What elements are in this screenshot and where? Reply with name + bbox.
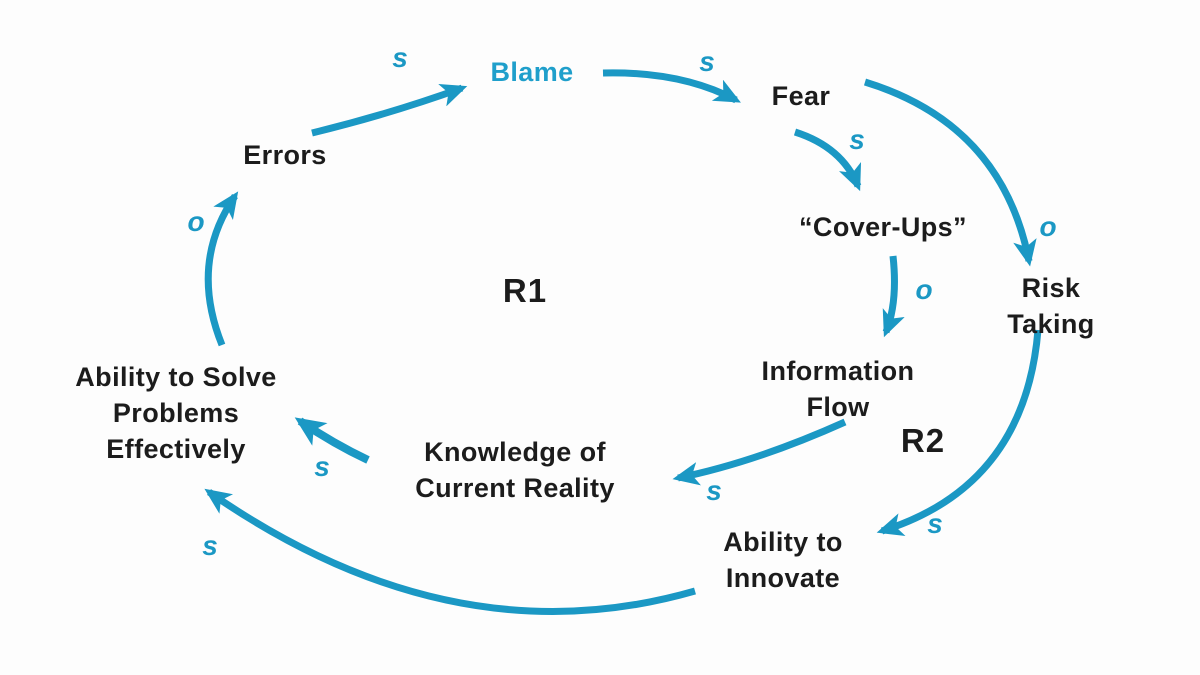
polarity-knowledge-ability-to-solve: s: [314, 451, 330, 482]
node-blame: Blame: [490, 57, 574, 88]
node-risk-taking: Risk Taking: [1007, 273, 1095, 339]
arrow-cover-ups-to-information-flow: [882, 255, 905, 338]
node-cover-ups: “Cover-Ups”: [799, 212, 967, 243]
node-errors: Errors: [243, 140, 327, 171]
arrow-fear-to-cover-ups: [793, 128, 862, 192]
arrow-ability-to-solve-to-errors: [204, 191, 239, 347]
arrow-information-flow-to-knowledge: [672, 418, 847, 486]
arrow-errors-to-blame: [311, 83, 468, 137]
loop-label-r2: R2: [900, 422, 946, 459]
polarity-ability-to-solve-errors: o: [187, 206, 205, 237]
arrow-ability-to-innovate-to-ability-to-solve: [204, 488, 696, 616]
polarity-blame-fear: s: [699, 46, 715, 77]
polarity-errors-blame: s: [392, 42, 408, 73]
polarity-ability-to-innovate-ability-to-solve: s: [202, 530, 218, 561]
node-ability-to-innovate: Ability to Innovate: [723, 527, 843, 593]
polarity-fear-risk-taking: o: [1039, 211, 1057, 242]
polarity-cover-ups-information-flow: o: [915, 274, 933, 305]
node-knowledge-of-current-reality: Knowledge of Current Reality: [415, 437, 615, 503]
polarity-risk-taking-ability-to-innovate: s: [927, 508, 943, 539]
node-information-flow: Information Flow: [761, 356, 915, 422]
arrow-risk-taking-to-ability-to-innovate: [876, 329, 1042, 537]
arrow-fear-to-risk-taking: [863, 78, 1037, 267]
loop-label-r1: R1: [502, 272, 548, 309]
node-fear: Fear: [771, 81, 831, 112]
polarity-information-flow-knowledge: s: [706, 475, 722, 506]
node-ability-to-solve-problems: Ability to Solve Problems Effectively: [75, 362, 277, 464]
arrow-knowledge-to-ability-to-solve: [294, 417, 370, 464]
arrow-blame-to-fear: [602, 69, 741, 104]
polarity-fear-cover-ups: s: [849, 124, 865, 155]
